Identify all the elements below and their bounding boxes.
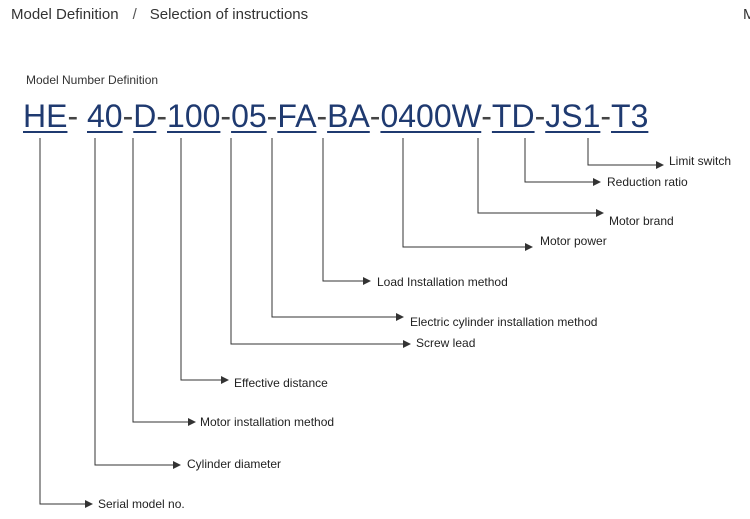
breadcrumb-model-definition[interactable]: Model Definition <box>11 6 119 23</box>
code-dash: - <box>156 98 168 134</box>
code-segment-motor-brand: TD <box>491 98 535 134</box>
code-segment-diameter: 40 <box>87 98 123 134</box>
leader-cylinder-install <box>271 138 404 321</box>
code-dash: - <box>481 98 492 134</box>
label-load-install: Load Installation method <box>377 275 508 289</box>
section-title: Model Number Definition <box>26 73 159 87</box>
leader-limit-switch <box>587 138 664 169</box>
code-segment-effective-distance: 100 <box>167 98 221 134</box>
label-screw-lead: Screw lead <box>416 336 476 350</box>
label-effective-distance: Effective distance <box>234 376 328 390</box>
code-segment-motor-install: D <box>133 98 157 134</box>
code-segment-reduction-ratio: JS1 <box>545 98 601 134</box>
breadcrumb: Model Definition / Selection of instructio… <box>11 6 308 23</box>
code-dash: - <box>369 98 381 134</box>
leader-serial-model <box>39 138 93 508</box>
label-motor-power: Motor power <box>540 234 607 248</box>
label-motor-brand: Motor brand <box>609 214 674 228</box>
code-segment-screw-lead: 05 <box>231 98 267 134</box>
breadcrumb-current: Selection of instructions <box>149 6 309 23</box>
code-dash: - <box>67 98 79 134</box>
label-serial-model: Serial model no. <box>98 497 185 511</box>
truncated-menu-text: M <box>743 6 750 23</box>
leader-screw-lead <box>230 138 411 348</box>
code-segment-motor-power: 0400W <box>380 98 482 134</box>
label-limit-switch: Limit switch <box>669 154 732 168</box>
code-dash: - <box>122 98 134 134</box>
code-segment-limit-switch: T3 <box>611 98 649 134</box>
code-segment-series: HE <box>23 98 68 134</box>
label-motor-installation: Motor installation method <box>200 415 335 429</box>
code-dash: - <box>266 98 278 134</box>
leader-load-install <box>322 138 371 285</box>
model-code: HE- 40-D-100-05-FA-BA-0400W-TD-JS1-T3 <box>23 96 648 136</box>
label-cylinder-diameter: Cylinder diameter <box>187 457 282 471</box>
leader-motor-installation <box>132 138 196 426</box>
code-dash: - <box>600 98 612 134</box>
breadcrumb-separator: / <box>132 6 137 23</box>
leader-motor-brand <box>477 138 604 217</box>
leader-cylinder-diameter <box>94 138 181 469</box>
leader-effective-distance <box>180 138 229 384</box>
code-dash: - <box>534 98 546 134</box>
label-reduction-ratio: Reduction ratio <box>607 175 688 189</box>
code-segment-load-install: BA <box>327 98 370 134</box>
code-segment-cylinder-install: FA <box>277 98 317 134</box>
code-dash: - <box>220 98 232 134</box>
code-dash: - <box>316 98 328 134</box>
leader-motor-power <box>402 138 533 251</box>
label-electric-cylinder-install: Electric cylinder installation method <box>410 315 598 329</box>
leader-reduction-ratio <box>524 138 601 186</box>
